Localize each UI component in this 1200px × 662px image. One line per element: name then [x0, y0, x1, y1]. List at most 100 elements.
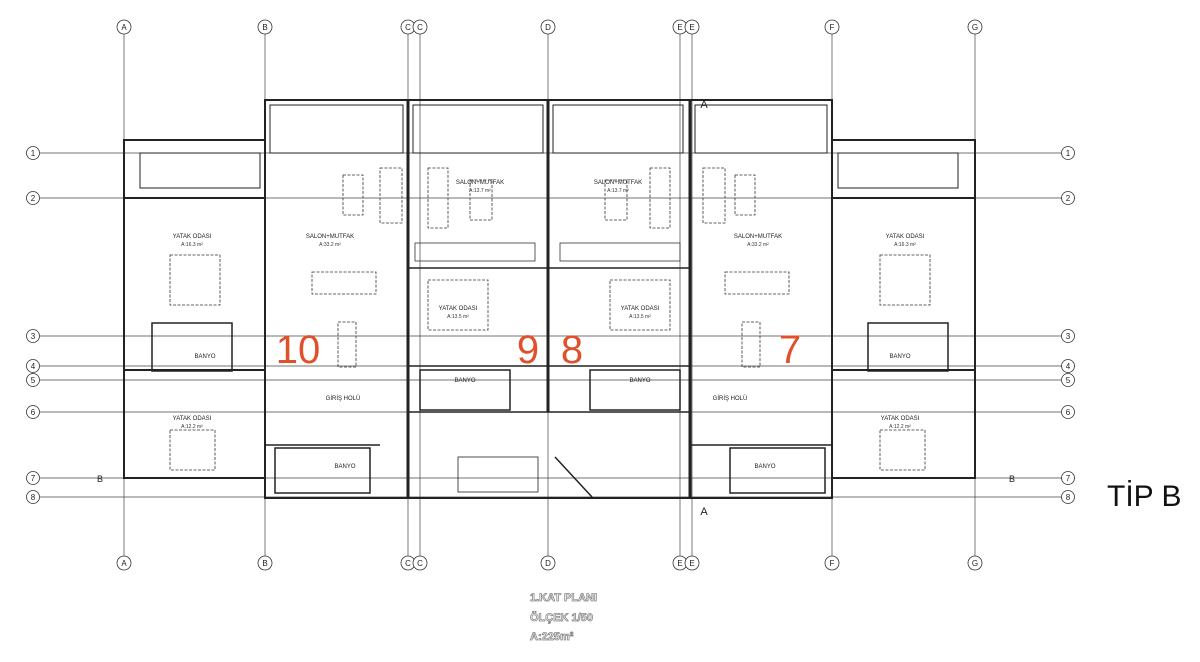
grid-bubble: [824, 19, 840, 35]
room-area: A:33.2 m²: [747, 242, 769, 248]
room-area: A:13.7 m²: [607, 188, 629, 194]
drawing-area: A:225m²: [530, 631, 574, 643]
grid-bubble: [967, 19, 983, 35]
room-label-salon-mutfak: SALON+MUTFAK: [594, 180, 642, 186]
bathroom: [867, 322, 949, 372]
room-label-salon-mutfak: SALON+MUTFAK: [306, 234, 354, 240]
grid-column-label: C: [405, 23, 411, 32]
grid-row-label: 3: [31, 332, 36, 341]
grid-bubble: [684, 19, 700, 35]
room-label-banyo: BANYO: [889, 354, 910, 360]
grid-row-label: 4: [1066, 362, 1071, 371]
grid-column-label: D: [545, 559, 551, 568]
balcony: [694, 104, 828, 154]
grid-bubble: [116, 555, 132, 571]
grid-row-label: 2: [1066, 194, 1071, 203]
grid-bubble: [1061, 471, 1075, 485]
grid-row-label: 7: [31, 474, 36, 483]
grid-bubble: [1061, 359, 1075, 373]
grid-column-label: F: [830, 559, 835, 568]
grid-row-label: 8: [31, 493, 36, 502]
grid-bubble: [540, 19, 556, 35]
room-label-giris-holu: GİRİŞ HOLÜ: [326, 395, 361, 402]
walls: [123, 99, 976, 499]
grid-row-label: 5: [31, 376, 36, 385]
room-area: A:13.5 m²: [447, 314, 469, 320]
room-label-yatak-odasi: YATAK ODASI: [886, 234, 925, 240]
grid-bubble: [967, 555, 983, 571]
bathroom: [419, 369, 511, 411]
bathroom: [151, 322, 233, 372]
grid-column-label: C: [417, 23, 423, 32]
grid-column-label: F: [830, 23, 835, 32]
drawing-scale: ÖLÇEK 1/50: [530, 611, 593, 624]
balcony: [139, 152, 261, 189]
room-area: A:13.7 m²: [469, 188, 491, 194]
grid-column-label: C: [405, 559, 411, 568]
grid-row-label: 8: [1066, 493, 1071, 502]
drawing-title: 1.KAT PLANI: [530, 592, 597, 604]
room-label-salon-mutfak: SALON+MUTFAK: [456, 180, 504, 186]
grid-bubble: [1061, 191, 1075, 205]
grid-row-label: 6: [1066, 408, 1071, 417]
grid-bubble: [412, 19, 428, 35]
grid-column-label: G: [972, 559, 978, 568]
grid-bubble: [824, 555, 840, 571]
grid-bubble: [26, 329, 40, 343]
type-label: TİP B: [1107, 480, 1181, 513]
grid-bubble: [116, 19, 132, 35]
room-area: A:16.3 m²: [181, 242, 203, 248]
unit-number: 8: [561, 328, 583, 372]
grid-column-label: E: [677, 559, 682, 568]
grid-column-label: A: [121, 559, 127, 568]
section-mark: B: [1009, 474, 1015, 484]
furniture: [169, 167, 931, 471]
balcony: [269, 104, 404, 154]
grid-row-label: 4: [31, 362, 36, 371]
grid-bubble: [26, 405, 40, 419]
section-mark: A: [700, 506, 708, 518]
grid-bubble: [26, 359, 40, 373]
grid-row-label: 5: [1066, 376, 1071, 385]
room-label-yatak-odasi: YATAK ODASI: [621, 306, 660, 312]
grid-bubble: [540, 555, 556, 571]
grid-column-label: E: [689, 23, 694, 32]
unit-number: 9: [517, 328, 539, 372]
grid-bubble: [26, 191, 40, 205]
room-label-yatak-odasi: YATAK ODASI: [173, 234, 212, 240]
room-area: A:33.2 m²: [319, 242, 341, 248]
grid-bubble: [26, 490, 40, 504]
grid-bubble: [26, 471, 40, 485]
grid-column-label: A: [121, 23, 127, 32]
bathroom: [274, 447, 371, 494]
room-label-giris-holu: GİRİŞ HOLÜ: [713, 395, 748, 402]
left-wing-outline: [123, 139, 266, 479]
grid-row-label: 1: [31, 149, 36, 158]
room-area: A:12.2 m²: [181, 424, 203, 430]
grid-column-label: E: [689, 559, 694, 568]
room-label-yatak-odasi: YATAK ODASI: [173, 416, 212, 422]
grid-row-label: 7: [1066, 474, 1071, 483]
staircase: [457, 456, 593, 498]
grid-bubble: [1061, 373, 1075, 387]
grid-column-label: G: [972, 23, 978, 32]
room-label-banyo: BANYO: [194, 354, 215, 360]
room-area: A:13.5 m²: [629, 314, 651, 320]
grid-bubble: [1061, 490, 1075, 504]
grid-row-label: 3: [1066, 332, 1071, 341]
grid-column-label: B: [262, 559, 267, 568]
grid-column-label: E: [677, 23, 682, 32]
grid-column-label: D: [545, 23, 551, 32]
grid-bubble: [1061, 405, 1075, 419]
balcony: [552, 104, 684, 154]
right-wing-outline: [831, 139, 976, 479]
unit-number: 10: [276, 328, 321, 372]
grid-bubble: [412, 555, 428, 571]
grid-column-label: B: [262, 23, 267, 32]
grid-bubble: [257, 555, 273, 571]
bathroom: [589, 369, 681, 411]
grid-row-label: 1: [1066, 149, 1071, 158]
grid-row-label: 2: [31, 194, 36, 203]
grid-bubble: [1061, 146, 1075, 160]
grid-bubble: [1061, 329, 1075, 343]
